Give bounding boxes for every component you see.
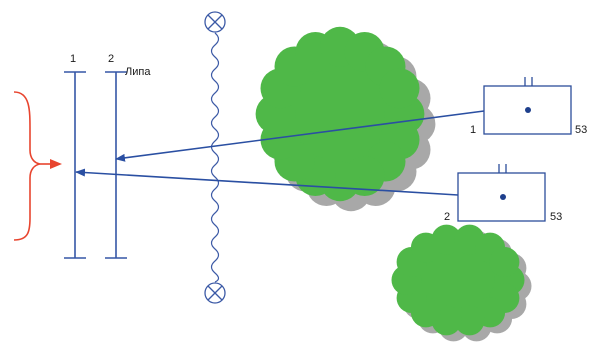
ray-top bbox=[115, 110, 485, 162]
large-tree-crown bbox=[255, 26, 425, 202]
small-tree-crown bbox=[391, 224, 525, 336]
tree-crown-lobe bbox=[379, 68, 420, 109]
device-bottom bbox=[457, 164, 546, 222]
pole-2-label: 2 bbox=[108, 53, 114, 65]
pole-2 bbox=[105, 71, 127, 259]
device-bottom-number: 2 bbox=[444, 211, 450, 223]
pole-1-label: 1 bbox=[70, 53, 76, 65]
hedge-line bbox=[210, 32, 220, 283]
tree-crown-lobe bbox=[454, 305, 485, 336]
linden-label: Липа bbox=[125, 66, 151, 78]
tree-crown-lobe bbox=[431, 224, 462, 255]
device-top-number: 1 bbox=[470, 124, 476, 136]
ray-bottom bbox=[75, 168, 459, 196]
hedge bbox=[204, 11, 226, 304]
circle-x-icon bbox=[204, 11, 226, 33]
large-tree bbox=[255, 26, 436, 212]
observer-bracket bbox=[13, 91, 62, 241]
device-top-dot bbox=[525, 107, 531, 113]
pole-1 bbox=[64, 71, 86, 259]
device-bottom-dot bbox=[500, 194, 506, 200]
device-top-value: 53 bbox=[575, 124, 587, 136]
device-bottom-value: 53 bbox=[550, 211, 562, 223]
circle-x-icon bbox=[204, 282, 226, 304]
tree-crown-lobe bbox=[489, 247, 520, 277]
device-top bbox=[483, 77, 572, 135]
small-tree bbox=[391, 224, 532, 342]
